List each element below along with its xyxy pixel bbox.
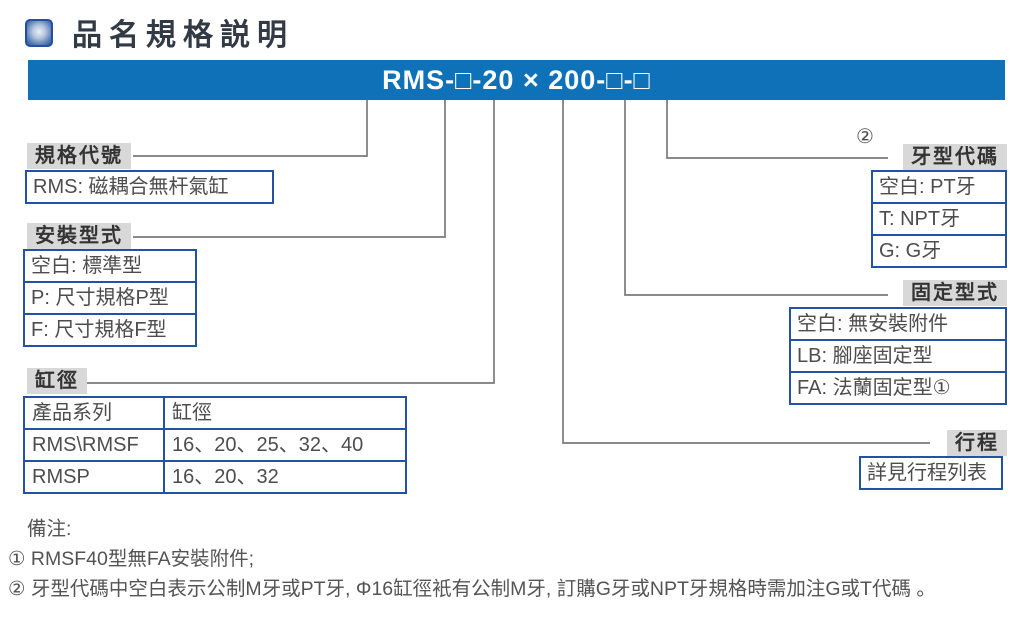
tag-stroke: 行程	[947, 430, 1007, 456]
box-fixing: 空白: 無安裝附件 LB: 腳座固定型 FA: 法蘭固定型①	[789, 307, 1007, 405]
stroke-item: 詳見行程列表	[867, 462, 987, 484]
bore-series-cell: RMSP	[23, 460, 165, 494]
connector-spec-code	[133, 100, 368, 157]
tag-mounting: 安裝型式	[27, 223, 131, 249]
box-stroke: 詳見行程列表	[859, 456, 1003, 490]
tag-thread: 牙型代碼	[903, 144, 1007, 170]
spec-code-item: RMS: 磁耦合無杆氣缸	[33, 176, 229, 198]
thread-item: 空白: PT牙	[879, 176, 976, 198]
box-mounting: 空白: 標準型 P: 尺寸規格P型 F: 尺寸規格F型	[23, 249, 197, 347]
connector-bore	[84, 100, 495, 384]
thread-item: T: NPT牙	[873, 202, 1005, 234]
bore-table-row: RMS\RMSF 16、20、25、32、40	[23, 428, 407, 462]
bore-series-cell: RMS\RMSF	[23, 428, 165, 462]
thread-item: G: G牙	[873, 234, 1005, 266]
page-title: 品名規格説明	[72, 19, 294, 52]
note-ref-2: ②	[856, 126, 874, 148]
tag-bore: 缸徑	[27, 368, 87, 394]
tag-spec-code: 規格代號	[27, 143, 131, 169]
bore-col-header-series: 產品系列	[23, 396, 165, 430]
notes-section: 備注: ① RMSF40型無FA安裝附件; ② 牙型代碼中空白表示公制M牙或PT…	[8, 514, 1008, 604]
mounting-item: 空白: 標準型	[31, 255, 143, 277]
connector-fixing	[624, 100, 888, 296]
mounting-item: P: 尺寸規格P型	[25, 281, 195, 313]
bore-sizes-cell: 16、20、32	[163, 460, 407, 494]
fixing-item: FA: 法蘭固定型①	[791, 371, 1005, 403]
bore-table-header-row: 產品系列 缸徑	[23, 396, 407, 430]
connector-mounting	[133, 100, 446, 238]
connector-lines	[84, 100, 930, 444]
fixing-item: LB: 腳座固定型	[791, 339, 1005, 371]
notes-title: 備注:	[27, 518, 72, 540]
bore-col-header-bore: 缸徑	[163, 396, 407, 430]
bore-table: 產品系列 缸徑 RMS\RMSF 16、20、25、32、40 RMSP 16、…	[23, 396, 407, 494]
mounting-item: F: 尺寸規格F型	[25, 313, 195, 345]
connector-stroke	[562, 100, 930, 444]
section-bullet-icon	[25, 19, 53, 47]
box-spec-code: RMS: 磁耦合無杆氣缸	[25, 170, 274, 204]
connector-thread	[666, 100, 888, 159]
model-number-banner: RMS-□-20 × 200-□-□	[28, 60, 1005, 100]
note-item-1: ① RMSF40型無FA安裝附件;	[8, 548, 255, 570]
box-thread: 空白: PT牙 T: NPT牙 G: G牙	[871, 170, 1007, 268]
bore-sizes-cell: 16、20、25、32、40	[163, 428, 407, 462]
fixing-item: 空白: 無安裝附件	[797, 313, 949, 335]
bore-table-row: RMSP 16、20、32	[23, 460, 407, 494]
tag-fixing: 固定型式	[903, 280, 1007, 306]
note-item-2: ② 牙型代碼中空白表示公制M牙或PT牙, Φ16缸徑衹有公制M牙, 訂購G牙或N…	[8, 578, 936, 600]
